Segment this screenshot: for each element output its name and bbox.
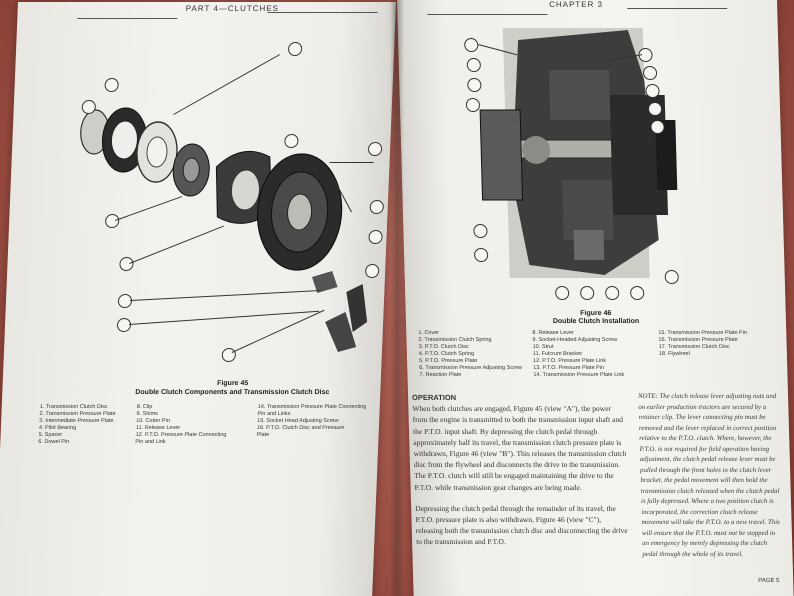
- legend-item: 3. P.T.O. Clutch Disc: [418, 344, 469, 350]
- legend-item: 8. Release Lever: [532, 330, 574, 336]
- legend-item: 11. Release Lever: [135, 425, 181, 431]
- callout: [647, 102, 663, 116]
- legend-item: 3. Intermediate Pressure Plate: [39, 418, 114, 424]
- callout: [473, 248, 489, 262]
- page-number: PAGE 5: [758, 578, 780, 584]
- callout: [664, 270, 679, 284]
- legend-item: Pin and Links: [257, 411, 291, 417]
- legend-item: 2. Transmission Clutch Spring: [418, 337, 492, 343]
- callout: [642, 66, 658, 80]
- left-page: PART 4—CLUTCHES: [0, 2, 396, 596]
- legend-item: 9. Shims: [136, 411, 158, 417]
- callout: [467, 78, 482, 92]
- figure-45-title: Double Clutch Components and Transmissio…: [135, 389, 330, 396]
- callout: [650, 120, 665, 134]
- leader-line: [329, 162, 374, 163]
- figure-46-title: Double Clutch Installation: [552, 318, 640, 325]
- legend-item: 4. P.T.O. Clutch Spring: [418, 351, 475, 357]
- legend-item: 17. Transmission Clutch Disc: [658, 344, 730, 350]
- callout: [465, 98, 481, 112]
- exploded-clutch-diagram: [80, 107, 368, 352]
- figure-46-legend-col3: 15. Transmission Pressure Plate Pin 16. …: [658, 330, 781, 358]
- figure-45-legend-col1: 1. Transmission Clutch Disc 2. Transmiss…: [38, 404, 132, 446]
- figure-45-legend-col2: 8. Clip 9. Shims 10. Cotter Pin 11. Rele…: [135, 404, 257, 446]
- legend-item: 12. P.T.O. Pressure Plate Link: [532, 358, 607, 364]
- body-text-column: OPERATION When both clutches are engaged…: [412, 392, 630, 548]
- figure-46-legend-col1: 1. Cover 2. Transmission Clutch Spring 3…: [418, 330, 531, 379]
- legend-item: 7. Reaction Plate: [419, 372, 462, 378]
- book-spine-shadow: [390, 0, 404, 596]
- right-page: CHAPTER 3: [397, 0, 794, 596]
- legend-item: 8. Clip: [136, 404, 153, 410]
- callout: [466, 58, 482, 72]
- legend-item: 6. Dowel Pin: [38, 439, 70, 445]
- legend-item: 14. Transmission Pressure Plate Link: [533, 372, 625, 378]
- callout: [473, 224, 488, 238]
- legend-item: 15. Transmission Pressure Plate Pin: [658, 330, 748, 336]
- legend-item: 10. Cotter Pin: [136, 418, 170, 424]
- legend-item: 2. Transmission Pressure Plate: [39, 411, 116, 417]
- legend-item: 13. P.T.O. Pressure Plate Pin: [533, 365, 605, 371]
- section-heading: OPERATION: [411, 393, 457, 402]
- legend-item: 18. Flywheel: [658, 351, 690, 357]
- body-paragraph: When both clutches are engaged, Figure 4…: [412, 404, 627, 492]
- legend-item: Plate: [256, 432, 270, 438]
- callout: [554, 286, 570, 300]
- legend-item: 15. Socket Head Adjusting Screw: [257, 418, 339, 424]
- figure-45-legend-col3: 14. Transmission Pressure Plate Connecti…: [256, 404, 375, 439]
- legend-item: 14. Transmission Pressure Plate Connecti…: [257, 404, 367, 410]
- legend-item: 16. Transmission Pressure Plate: [658, 337, 738, 343]
- callout: [645, 84, 660, 98]
- legend-item: 10. Strut: [532, 344, 554, 350]
- legend-item: 4. Pilot Bearing: [38, 425, 77, 431]
- legend-item: Pin and Link: [135, 439, 166, 445]
- callout: [464, 38, 479, 52]
- legend-item: 12. P.T.O. Pressure Plate Connecting: [135, 432, 227, 438]
- legend-item: 16. P.T.O. Clutch Disc and Pressure: [256, 425, 345, 431]
- legend-item: 1. Cover: [418, 330, 440, 336]
- legend-item: 9. Socket-Headed Adjusting Screw: [532, 337, 618, 343]
- legend-item: 11. Fulcrum Bracket: [532, 351, 582, 357]
- legend-item: 5. Spacer: [38, 432, 63, 438]
- callout: [604, 286, 620, 300]
- note-paragraph: NOTE: The clutch release lever adjusting…: [637, 393, 780, 558]
- figure-45-number: Figure 45: [216, 380, 249, 387]
- legend-item: 1. Transmission Clutch Disc: [39, 404, 108, 410]
- body-paragraph: Depressing the clutch pedal through the …: [415, 503, 628, 547]
- clutch-cross-section-photo: [479, 28, 678, 278]
- callout: [579, 286, 595, 300]
- figure-46-legend-col2: 8. Release Lever 9. Socket-Headed Adjust…: [532, 330, 658, 379]
- legend-item: 5. P.T.O. Pressure Plate: [418, 358, 478, 364]
- callout: [629, 286, 645, 300]
- figure-46-number: Figure 46: [580, 310, 612, 317]
- legend-item: 6. Transmission Pressure Adjusting Screw: [419, 365, 523, 371]
